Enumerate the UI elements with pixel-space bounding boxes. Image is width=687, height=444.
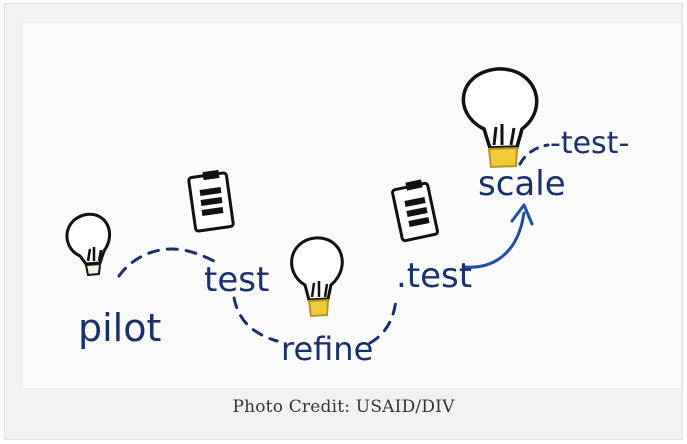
label-test-2: .test	[396, 256, 472, 296]
photo-credit-caption: Photo Credit: USAID/DIV	[232, 397, 455, 417]
label-refine: refine	[281, 330, 373, 368]
dashed-path-scale-test	[518, 143, 550, 166]
dashed-path-refine-test	[368, 297, 398, 345]
process-diagram: pilot test refine .test scale -test-	[21, 22, 682, 389]
lightbulb-icon	[65, 212, 111, 277]
arrow-icon	[510, 203, 534, 226]
lightbulb-icon	[461, 67, 539, 169]
label-test-3: -test-	[550, 126, 629, 161]
diagram-canvas: pilot test refine .test scale -test-	[65, 67, 629, 368]
dashed-path-test-refine	[232, 296, 279, 343]
label-scale: scale	[478, 164, 566, 204]
label-test-1: test	[204, 260, 269, 300]
label-pilot: pilot	[78, 306, 161, 350]
arrow-path-test-scale	[463, 211, 526, 269]
clipboard-checklist-icon	[391, 179, 439, 243]
dashed-path-pilot-test	[117, 247, 216, 278]
clipboard-checklist-icon	[187, 169, 235, 233]
lightbulb-icon	[290, 236, 344, 318]
